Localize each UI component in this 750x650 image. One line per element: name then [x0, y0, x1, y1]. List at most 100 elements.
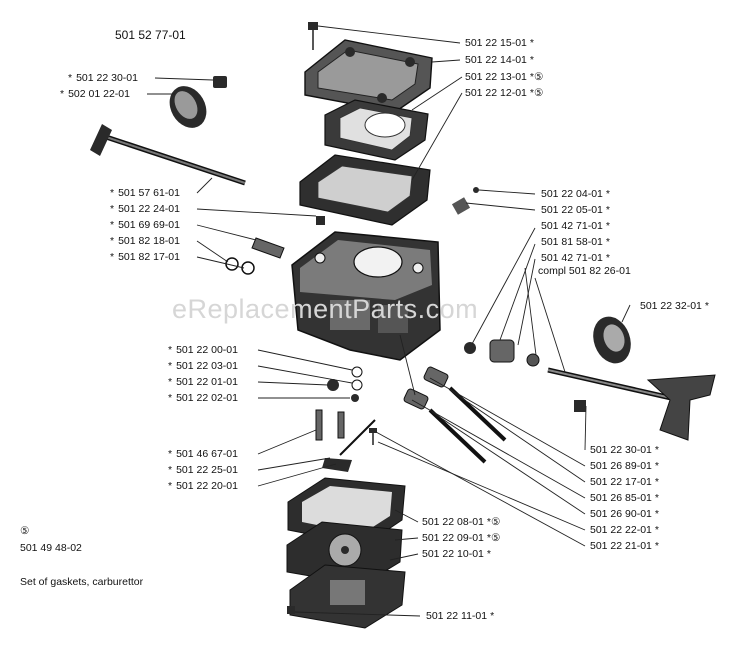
part-label-suffix: *⑤ — [529, 87, 544, 99]
part-label-suffix: * — [486, 548, 491, 560]
part-label: 501 22 09-01*⑤ — [422, 532, 500, 544]
watermark: eReplacementParts.com — [172, 294, 479, 324]
top-leaders — [317, 25, 463, 181]
part-number: 501 22 08-01 — [422, 516, 484, 528]
adjust-screw-low — [403, 388, 487, 464]
part-number: 501 22 04-01 — [541, 188, 603, 200]
part-label: *501 22 00-01 — [168, 344, 241, 356]
top-screw — [308, 22, 318, 50]
part-label-suffix: * — [529, 37, 534, 49]
part-label: *501 22 24-01 — [110, 203, 183, 215]
part-number: 501 22 14-01 — [465, 54, 527, 66]
part-label: *502 01 22-01 — [60, 88, 133, 100]
part-label: *501 82 18-01 — [110, 235, 183, 247]
choke-shaft — [547, 367, 716, 441]
part-label: *501 22 03-01 — [168, 360, 241, 372]
part-label: 501 22 12-01*⑤ — [465, 87, 543, 99]
part-label-prefix: * — [168, 392, 173, 404]
part-number: 501 22 05-01 — [541, 204, 603, 216]
part-label-suffix: * — [605, 252, 610, 264]
part-number: 501 22 09-01 — [422, 532, 484, 544]
part-number: 501 42 71-01 — [541, 252, 603, 264]
part-number: 501 57 61-01 — [118, 187, 180, 199]
part-label: 501 42 71-01* — [541, 220, 610, 232]
part-number: 501 22 00-01 — [176, 344, 238, 356]
part-label-suffix: *⑤ — [486, 516, 501, 528]
part-label-prefix: * — [168, 448, 173, 460]
part-number: 501 22 11-01 — [426, 610, 488, 622]
part-label: 501 22 21-01* — [590, 540, 659, 552]
cover-screw — [287, 606, 295, 614]
part-number: 501 22 01-01 — [176, 376, 238, 388]
part-label: *501 22 02-01 — [168, 392, 241, 404]
assembly-number: 501 52 77-01 — [115, 28, 186, 42]
part-label: 501 26 85-01* — [590, 492, 659, 504]
pump-diaphragm — [324, 99, 429, 161]
part-label: 501 22 15-01* — [465, 37, 534, 49]
part-label-suffix: * — [605, 204, 610, 216]
part-number: 501 22 13-01 — [465, 71, 527, 83]
part-label: 501 22 17-01* — [590, 476, 659, 488]
part-number: 501 22 30-01 — [76, 72, 138, 84]
part-label-suffix: * — [654, 492, 659, 504]
part-label-prefix: * — [110, 219, 115, 231]
left-leaders — [147, 77, 353, 487]
part-label-prefix: * — [68, 72, 73, 84]
part-label: 501 26 90-01* — [590, 508, 659, 520]
choke-screw — [574, 400, 586, 412]
throttle-valve — [169, 86, 207, 128]
right-spring — [451, 187, 479, 215]
part-number: 501 42 71-01 — [541, 220, 603, 232]
part-label-suffix: * — [490, 610, 495, 622]
part-number: 501 26 89-01 — [590, 460, 652, 472]
part-label: 501 22 08-01*⑤ — [422, 516, 500, 528]
kit-description: Set of gaskets, carburettor — [20, 576, 144, 588]
part-number: 501 22 20-01 — [176, 480, 238, 492]
part-label: 501 22 04-01* — [541, 188, 610, 200]
part-number: 501 81 58-01 — [541, 236, 603, 248]
small-nut — [316, 216, 325, 225]
choke-valve — [593, 316, 631, 364]
part-label-suffix: *⑤ — [529, 71, 544, 83]
part-label-prefix: * — [110, 203, 115, 215]
part-number: 501 69 69-01 — [118, 219, 180, 231]
part-number: 502 01 22-01 — [68, 88, 130, 100]
part-number: 501 22 30-01 — [590, 444, 652, 456]
pump-gasket — [299, 154, 431, 226]
small-screw — [369, 428, 377, 445]
part-label-suffix: * — [654, 444, 659, 456]
carburettor-body — [291, 231, 441, 361]
idle-screw-parts — [464, 339, 540, 367]
part-label: *501 57 61-01 — [110, 187, 183, 199]
fuel-fitting — [251, 237, 285, 259]
washers-left — [225, 257, 255, 275]
part-label-prefix: * — [168, 376, 173, 388]
metering-cover — [289, 564, 406, 629]
part-label-prefix: * — [110, 251, 115, 263]
part-number: 501 22 15-01 — [465, 37, 527, 49]
lower-right-leaders — [375, 334, 587, 547]
part-label: 501 22 22-01* — [590, 524, 659, 536]
part-label-suffix: * — [654, 476, 659, 488]
part-number: 501 22 02-01 — [176, 392, 238, 404]
part-label: *501 69 69-01 — [110, 219, 183, 231]
part-label-suffix: * — [654, 540, 659, 552]
part-label-suffix: * — [605, 220, 610, 232]
part-label: *501 22 25-01 — [168, 464, 241, 476]
part-label: 501 22 11-01* — [426, 610, 494, 622]
footer-symbol: ⑤ — [20, 525, 30, 537]
part-label: 501 22 05-01* — [541, 204, 610, 216]
part-label-suffix: * — [654, 524, 659, 536]
part-label: 501 81 58-01* — [541, 236, 610, 248]
part-label-prefix: * — [110, 187, 115, 199]
part-label-prefix: * — [60, 88, 65, 100]
pump-cover — [304, 39, 433, 113]
part-label-prefix: * — [168, 360, 173, 372]
part-label-prefix: * — [168, 464, 173, 476]
part-number: 501 82 17-01 — [118, 251, 180, 263]
kit-number: 501 49 48-02 — [20, 542, 82, 554]
part-label: *501 22 01-01 — [168, 376, 241, 388]
part-label: 501 42 71-01* — [541, 252, 610, 264]
bottom-leaders — [294, 509, 421, 617]
